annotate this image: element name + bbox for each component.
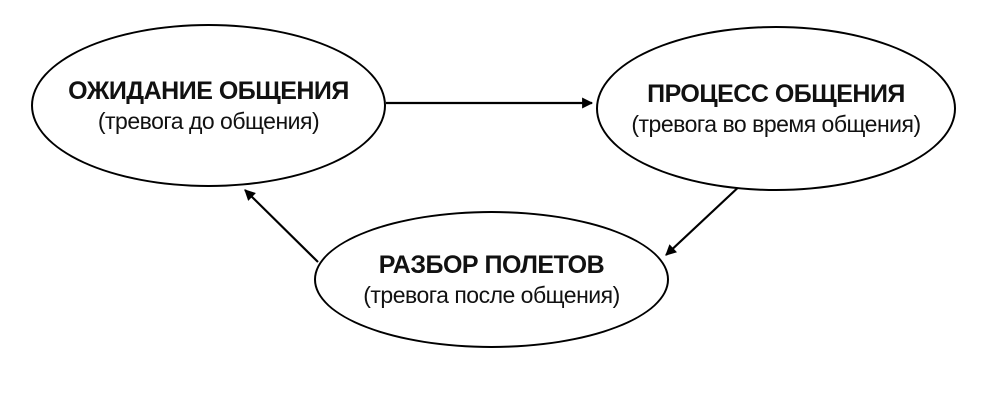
node-anticipation: ОЖИДАНИЕ ОБЩЕНИЯ (тревога до общения): [31, 24, 386, 187]
node-debrief: РАЗБОР ПОЛЕТОВ (тревога после общения): [314, 211, 669, 348]
node-anticipation-subtitle: (тревога до общения): [97, 107, 320, 134]
node-process: ПРОЦЕСС ОБЩЕНИЯ (тревога во время общени…: [596, 26, 956, 191]
node-debrief-subtitle: (тревога после общения): [363, 281, 620, 308]
arrow-debrief-to-anticipation: [244, 189, 319, 263]
arrow-process-to-debrief: [665, 181, 745, 256]
node-debrief-title: РАЗБОР ПОЛЕТОВ: [378, 250, 605, 279]
node-anticipation-title: ОЖИДАНИЕ ОБЩЕНИЯ: [68, 76, 349, 105]
node-process-title: ПРОЦЕСС ОБЩЕНИЯ: [647, 79, 905, 108]
node-process-subtitle: (тревога во время общения): [631, 110, 921, 137]
